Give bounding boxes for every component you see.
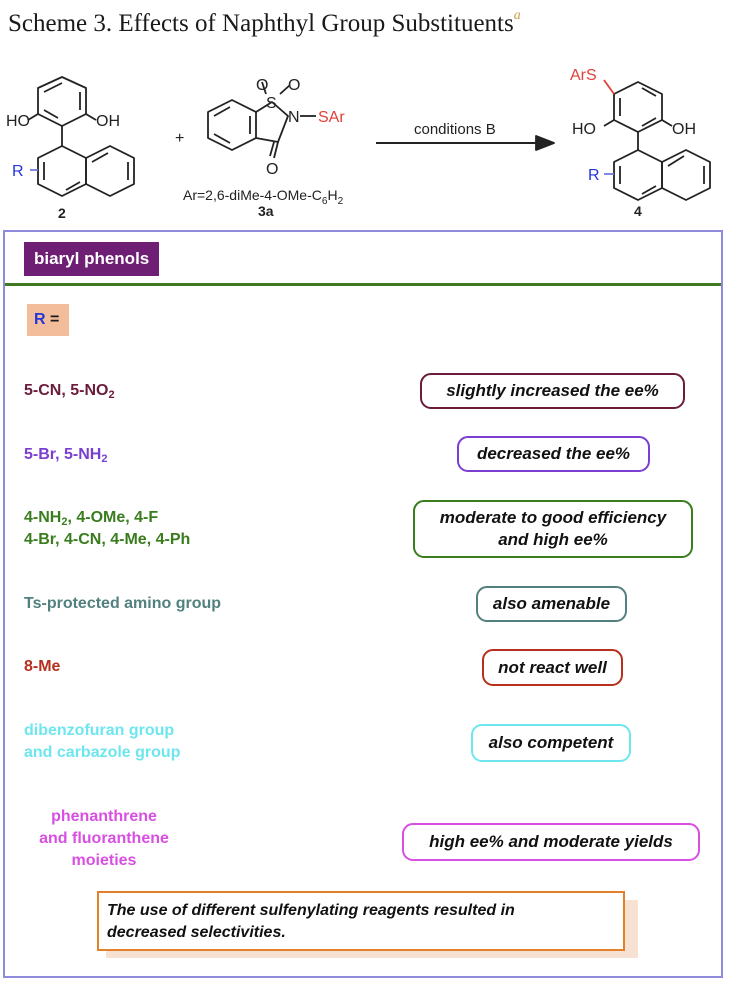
- saccharin-ring: [207, 81, 316, 159]
- substituent-row-1: 5-CN, 5-NO2: [24, 382, 115, 401]
- r-product-label: R: [588, 167, 600, 184]
- plus-sign: +: [175, 130, 184, 147]
- title-footnote-mark: a: [513, 8, 521, 23]
- ho-product-label: HO: [572, 121, 596, 138]
- substituent-row-4: Ts-protected amino group: [24, 595, 222, 612]
- effect-row-3-placeholder: decreased the ee%: [457, 436, 650, 472]
- compound-4-label: 4: [634, 203, 642, 219]
- r-badge-equals: =: [50, 311, 60, 328]
- sulfur-label: S: [266, 95, 277, 112]
- section-divider: [5, 283, 721, 286]
- product-phenol-ring: [613, 81, 663, 133]
- sar-label: SAr: [318, 109, 345, 126]
- r-badge-letter: R: [34, 311, 46, 328]
- conditions-label: conditions B: [414, 121, 496, 138]
- naphthalene-2: [37, 145, 135, 197]
- ar-h: H: [327, 187, 337, 203]
- effect-row-4: also amenable: [476, 586, 627, 622]
- substituent-panel: [3, 230, 723, 978]
- substituent-row-5: 8-Me: [24, 658, 61, 675]
- diol-ring: [37, 76, 87, 127]
- compound-3a-label: 3a: [258, 203, 274, 219]
- effect-row-1: slightly increased the ee%: [420, 373, 685, 409]
- nitrogen-label: N: [288, 109, 300, 126]
- oh-right-label: OH: [96, 113, 120, 130]
- ars-label: ArS: [570, 67, 597, 84]
- effect-row-5: not react well: [482, 649, 623, 686]
- effect-row-6: also competent: [471, 724, 631, 762]
- selectivity-note: The use of different sulfenylating reage…: [97, 891, 625, 951]
- oh-product-label: OH: [672, 121, 696, 138]
- r-label: R: [12, 163, 24, 180]
- substituent-row-2: 5-Br, 5-NH2: [24, 446, 108, 465]
- biaryl-phenols-tag: biaryl phenols: [24, 242, 160, 276]
- effect-row-7: high ee% and moderate yields: [402, 823, 700, 861]
- ar-definition: Ar=2,6-diMe-4-OMe-C: [183, 187, 322, 203]
- ho-left-label: HO: [6, 113, 30, 130]
- scheme-title: Scheme 3. Effects of Naphthyl Group Subs…: [8, 8, 521, 37]
- svg-text:Ar=2,6-diMe-4-OMe-C6H2: Ar=2,6-diMe-4-OMe-C6H2: [183, 187, 344, 207]
- sulfonyl-o-left: O: [256, 77, 268, 94]
- ar-sub-2: 2: [338, 196, 344, 207]
- reaction-scheme: HO OH R 2 + O O S N SAr O Ar=2,6-diMe-4-…: [6, 67, 711, 221]
- naphthalene-4: [613, 149, 711, 201]
- carbonyl-o-label: O: [266, 161, 278, 178]
- compound-2-label: 2: [58, 205, 66, 221]
- ar-sub-6: 6: [322, 196, 328, 207]
- r-equals-badge: R =: [27, 304, 69, 336]
- sulfonyl-o-right: O: [288, 77, 300, 94]
